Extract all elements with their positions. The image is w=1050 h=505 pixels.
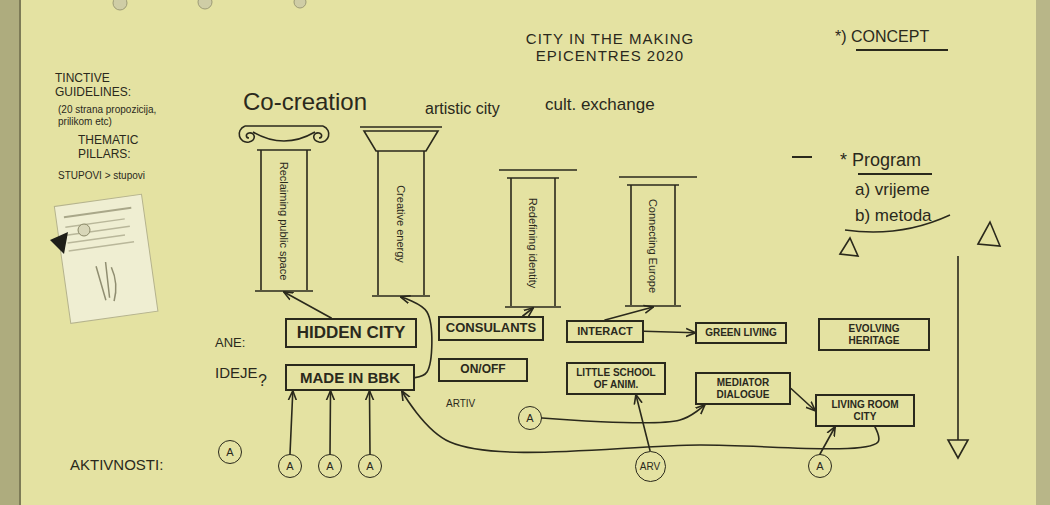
- board-note: AKTIVNOSTI:: [70, 456, 163, 473]
- activity-circle: A: [518, 406, 542, 430]
- idea-label: MEDIATOR DIALOGUE: [702, 377, 784, 400]
- thematic-pillar: Connecting Europe: [625, 175, 681, 307]
- board-note: ARTIV: [446, 398, 475, 410]
- idea-label: LITTLE SCHOOL OF ANIM.: [573, 367, 659, 390]
- board-note: ANE:: [215, 336, 245, 351]
- board-note: STUPOVI > stupovi: [58, 170, 145, 182]
- idea-box: LIVING ROOM CITY: [815, 394, 915, 427]
- flow-arrow: [791, 389, 815, 411]
- flow-arrow: [542, 405, 705, 423]
- idea-label: HIDDEN CITY: [292, 323, 410, 343]
- idea-box: EVOLVING HERITAGE: [818, 318, 930, 351]
- activity-circle: A: [808, 454, 832, 478]
- board-note: IDEJE: [215, 364, 258, 381]
- pillar-label: Reclaiming public space: [278, 157, 291, 285]
- triangle-mark: [978, 222, 1000, 246]
- board-note: b) metoda: [855, 206, 932, 226]
- triangle-mark: [840, 238, 858, 256]
- pillar-text-frame: Redefining identity: [527, 185, 540, 301]
- board-note: THEMATIC PILLARS:: [78, 134, 173, 162]
- underline: [858, 173, 932, 175]
- note-line: [69, 242, 134, 251]
- flow-arrow: [605, 307, 653, 320]
- thematic-pillar: Creative energy: [372, 125, 430, 297]
- pillar-label: Connecting Europe: [647, 192, 660, 300]
- board-note: a) vrijeme: [855, 180, 930, 200]
- arrow-head: [948, 440, 968, 458]
- idea-box: GREEN LIVING: [695, 322, 787, 344]
- note-line: [64, 208, 131, 217]
- activity-mark: A: [226, 446, 233, 458]
- idea-label: EVOLVING HERITAGE: [825, 323, 923, 346]
- flow-arrow: [820, 427, 835, 454]
- activity-circle: ARV: [635, 451, 666, 482]
- activity-circle: A: [318, 454, 342, 478]
- board-note: ?: [258, 372, 267, 390]
- note-line: [68, 235, 125, 243]
- activity-circle: A: [218, 440, 242, 464]
- magnet: [78, 224, 90, 236]
- activity-mark: A: [326, 460, 333, 472]
- board-note: Co-creation: [243, 88, 367, 116]
- activity-circle: A: [358, 454, 382, 478]
- board-note: cult. exchange: [545, 95, 655, 115]
- flow-arrow: [523, 308, 533, 316]
- pillar-text-frame: Creative energy: [395, 158, 408, 290]
- flow-arrow: [644, 331, 695, 332]
- flow-arrow: [402, 391, 879, 452]
- flow-arrow: [284, 292, 331, 318]
- board-note: artistic city: [425, 100, 500, 118]
- magnet: [50, 232, 68, 254]
- pillar-label: Creative energy: [395, 158, 408, 290]
- activity-mark: A: [286, 460, 293, 472]
- idea-box: CONSULANTS: [438, 316, 544, 341]
- activity-mark: ARV: [640, 461, 660, 472]
- thematic-pillar: Redefining identity: [505, 168, 561, 308]
- board-frame: [1036, 0, 1050, 505]
- timeline-arrow: [957, 256, 959, 440]
- idea-label: INTERACT: [573, 325, 637, 338]
- idea-label: CONSULANTS: [445, 321, 537, 336]
- idea-box: MEDIATOR DIALOGUE: [695, 372, 791, 405]
- diagram-title: CITY IN THE MAKING EPICENTRES 2020: [515, 30, 705, 65]
- note-line: [66, 226, 129, 235]
- board-edge: [19, 0, 21, 505]
- note-sketch: [96, 261, 118, 303]
- board-frame: [0, 0, 20, 505]
- flow-arrow: [290, 391, 293, 454]
- idea-label: LIVING ROOM CITY: [822, 399, 908, 422]
- dash-mark: [792, 156, 812, 158]
- idea-label: MADE IN BBK: [292, 369, 408, 386]
- idea-box: LITTLE SCHOOL OF ANIM.: [566, 362, 666, 395]
- activity-mark: A: [816, 460, 823, 472]
- magnet: [294, 0, 306, 8]
- pillar-label: Redefining identity: [527, 185, 540, 301]
- underline: [856, 49, 948, 51]
- idea-box: ON/OFF: [438, 358, 528, 382]
- pillar-text-frame: Connecting Europe: [647, 192, 660, 300]
- magnet: [198, 0, 212, 9]
- idea-box: MADE IN BBK: [285, 364, 415, 391]
- activity-mark: A: [366, 460, 373, 472]
- idea-label: GREEN LIVING: [702, 327, 780, 339]
- flow-arrow: [369, 391, 371, 454]
- flow-arrow: [636, 395, 650, 451]
- board-note: * Program: [840, 150, 921, 171]
- board-note: (20 strana propozicija, prilikom etc): [58, 104, 176, 127]
- board-note: TINCTIVE GUIDELINES:: [55, 72, 175, 100]
- magnet: [113, 0, 127, 10]
- pinned-note: [54, 194, 158, 323]
- idea-box: HIDDEN CITY: [285, 318, 417, 348]
- pillar-text-frame: Reclaiming public space: [278, 157, 291, 285]
- activity-mark: A: [526, 412, 533, 424]
- idea-box: INTERACT: [566, 320, 644, 343]
- board-note: *) CONCEPT: [835, 28, 929, 46]
- flow-arrow: [329, 391, 331, 454]
- note-sheet: [54, 194, 158, 323]
- note-line: [65, 219, 124, 227]
- thematic-pillar: Reclaiming public space: [255, 120, 313, 292]
- idea-label: ON/OFF: [445, 363, 521, 377]
- activity-circle: A: [278, 454, 302, 478]
